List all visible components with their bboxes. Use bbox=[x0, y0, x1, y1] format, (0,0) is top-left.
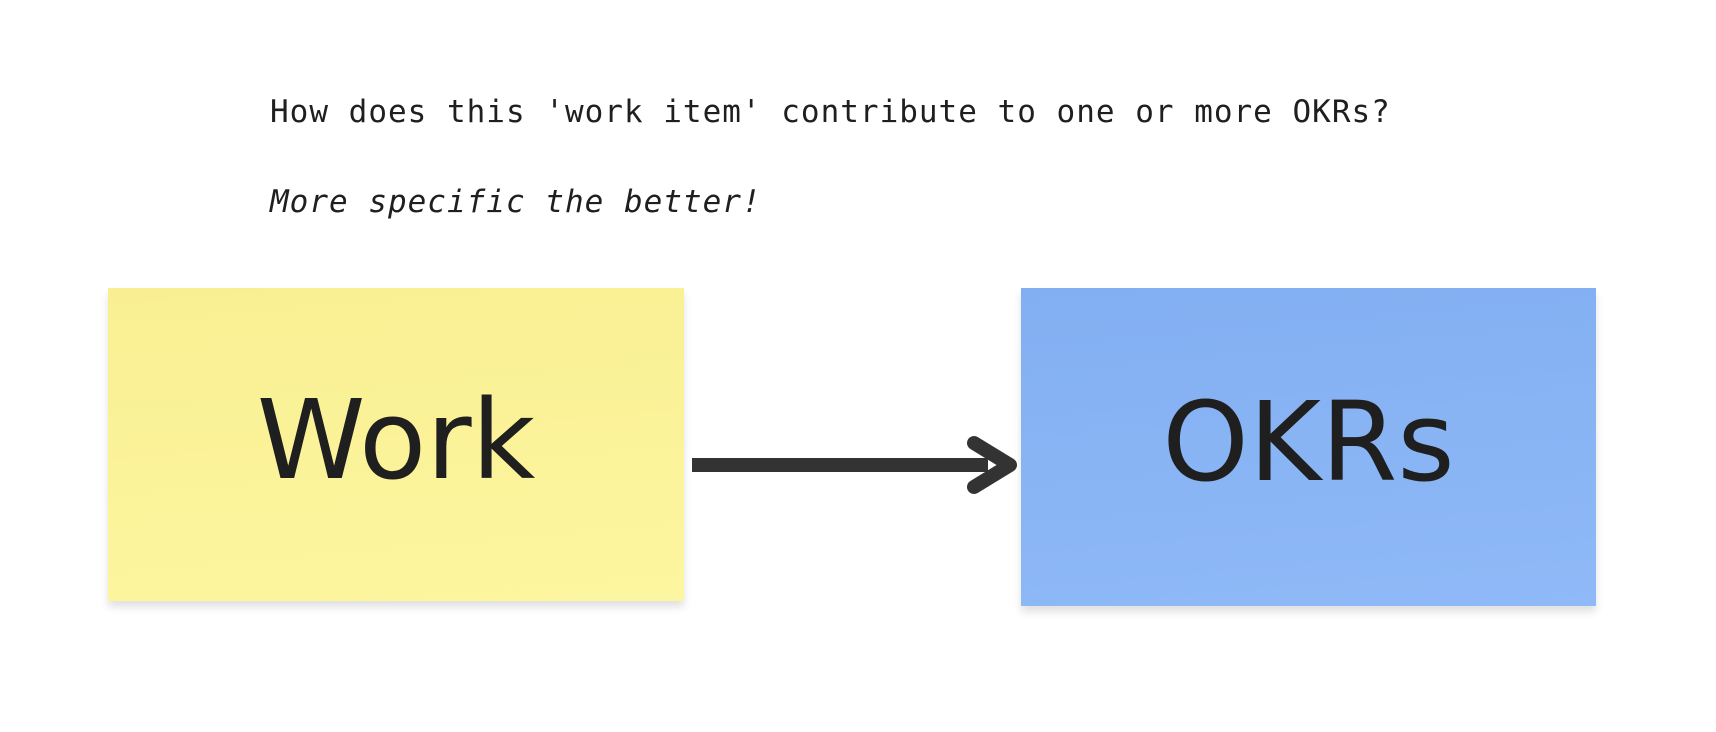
connector-arrowhead bbox=[967, 436, 1017, 494]
arrow-right-icon[interactable] bbox=[688, 430, 1018, 500]
sticky-note-work-label: Work bbox=[256, 375, 536, 504]
hint-text[interactable]: More specific the better! bbox=[270, 184, 762, 220]
sticky-note-okrs[interactable]: OKRs bbox=[1021, 288, 1596, 606]
question-text[interactable]: How does this 'work item' contribute to … bbox=[270, 94, 1391, 130]
sticky-note-okrs-label: OKRs bbox=[1162, 378, 1455, 506]
sticky-note-work[interactable]: Work bbox=[108, 288, 684, 601]
